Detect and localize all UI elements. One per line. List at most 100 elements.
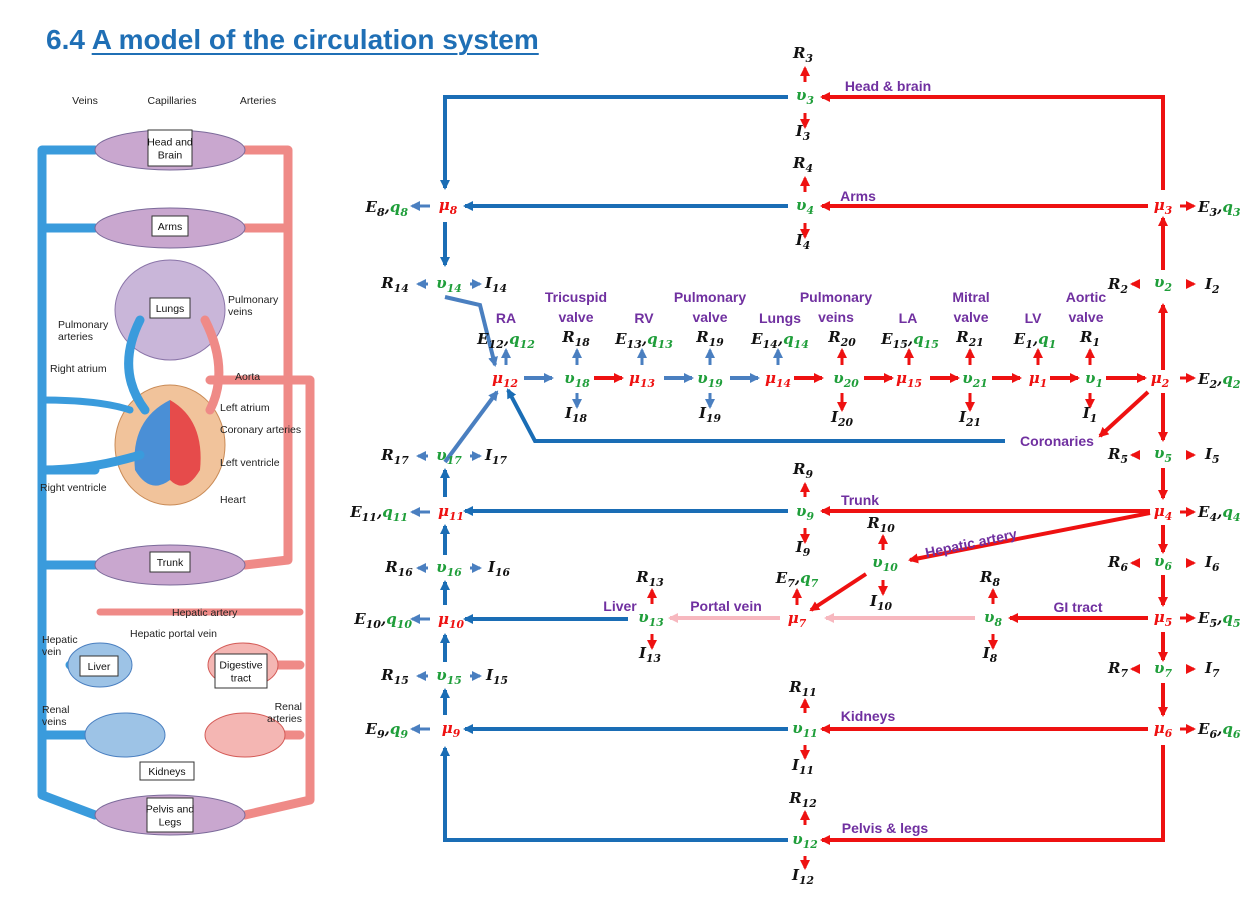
mu-node-14: μ14 bbox=[765, 369, 791, 390]
label-LA: LA bbox=[899, 310, 918, 326]
R-label-9: R9 bbox=[792, 460, 813, 481]
mu-node-6: μ6 bbox=[1154, 719, 1173, 740]
I-label-2: I2 bbox=[1204, 275, 1220, 296]
anatomy-label: Hepatic artery bbox=[172, 607, 238, 619]
flow-arrow bbox=[506, 388, 1005, 443]
anatomy-box-label: Kidneys bbox=[148, 766, 185, 778]
upsilon-node-8: υ8 bbox=[984, 608, 1002, 629]
flow-arrow bbox=[443, 390, 499, 464]
section-number: 6.4 bbox=[46, 24, 85, 55]
anatomy-box bbox=[146, 797, 194, 833]
mu-node-11: μ11 bbox=[438, 502, 464, 523]
upsilon-node-10: υ10 bbox=[872, 553, 898, 574]
vessel bbox=[38, 396, 134, 414]
anatomy-box bbox=[139, 761, 195, 781]
E-q-label: E4,q4 bbox=[1197, 503, 1240, 524]
mu-node-2: μ2 bbox=[1151, 369, 1170, 390]
vessel bbox=[37, 450, 145, 475]
upsilon-node-13: υ13 bbox=[638, 608, 664, 629]
R-label-17: R17 bbox=[380, 446, 409, 467]
anatomy-box bbox=[147, 129, 193, 167]
R-label-20: R20 bbox=[827, 328, 856, 349]
vessel bbox=[124, 315, 150, 415]
R-label-10: R10 bbox=[866, 514, 895, 535]
E-q-label: E7,q7 bbox=[775, 569, 819, 590]
upsilon-node-21: υ21 bbox=[962, 369, 987, 390]
anatomy-box-label: Arms bbox=[158, 221, 183, 233]
E-q-label: E8,q8 bbox=[365, 198, 409, 219]
E-q-label: E14,q14 bbox=[750, 330, 809, 351]
E-q-label: E10,q10 bbox=[353, 610, 412, 631]
E-q-label: E11,q11 bbox=[349, 503, 408, 524]
R-label-5: R5 bbox=[1107, 445, 1128, 466]
upsilon-node-3: υ3 bbox=[796, 86, 814, 107]
anatomy-box bbox=[149, 551, 191, 573]
label-lungs: Lungs bbox=[759, 310, 801, 326]
mu-node-9: μ9 bbox=[442, 719, 461, 740]
R-label-18: R18 bbox=[561, 328, 590, 349]
upsilon-node-15: υ15 bbox=[436, 666, 461, 687]
I-label-17: I17 bbox=[484, 446, 508, 467]
upsilon-node-6: υ6 bbox=[1154, 552, 1172, 573]
label-arms: Arms bbox=[840, 188, 876, 204]
flow-arrow bbox=[440, 95, 788, 190]
upsilon-node-19: υ19 bbox=[697, 369, 723, 390]
I-label-5: I5 bbox=[1204, 445, 1220, 466]
mu-node-3: μ3 bbox=[1154, 196, 1173, 217]
upsilon-node-4: υ4 bbox=[796, 196, 814, 217]
label-portal-vein: Portal vein bbox=[690, 598, 762, 614]
upsilon-node-17: υ17 bbox=[436, 446, 462, 467]
anatomy-header: Arteries bbox=[240, 95, 276, 107]
I-label-9: I9 bbox=[795, 538, 811, 559]
mu-node-13: μ13 bbox=[629, 369, 655, 390]
upsilon-node-2: υ2 bbox=[1154, 273, 1172, 294]
E-q-label: E2,q2 bbox=[1197, 370, 1241, 391]
vessel-network bbox=[37, 129, 315, 836]
R-label-6: R6 bbox=[1107, 553, 1128, 574]
R-label-16: R16 bbox=[384, 558, 413, 579]
I-label-4: I4 bbox=[795, 231, 811, 252]
anatomy-label: Aorta bbox=[235, 371, 260, 383]
anatomy-box bbox=[214, 653, 268, 689]
R-label-7: R7 bbox=[1107, 659, 1128, 680]
section-title: A model of the circulation system bbox=[91, 24, 539, 55]
anatomy-label: Right atrium bbox=[50, 363, 107, 375]
anatomy-box-label: Lungs bbox=[156, 303, 185, 315]
upsilon-node-11: υ11 bbox=[792, 719, 817, 740]
R-label-21: R21 bbox=[955, 328, 984, 349]
label-LV: LV bbox=[1025, 310, 1043, 326]
R-label-8: R8 bbox=[979, 568, 1000, 589]
mu-node-1: μ1 bbox=[1029, 369, 1048, 390]
I-label-7: I7 bbox=[1204, 659, 1220, 680]
anatomy-label: Heart bbox=[220, 494, 246, 506]
label-kidneys: Kidneys bbox=[841, 708, 896, 724]
R-label-3: R3 bbox=[792, 44, 813, 65]
flow-arrow bbox=[809, 572, 868, 612]
anatomy-label: Coronary arteries bbox=[220, 424, 301, 436]
R-label-1: R1 bbox=[1079, 328, 1100, 349]
flow-arrows bbox=[410, 66, 1196, 870]
I-label-3: I3 bbox=[795, 122, 811, 143]
anatomy-box bbox=[79, 655, 119, 677]
mu-node-7: μ7 bbox=[788, 609, 807, 630]
I-label-13: I13 bbox=[638, 644, 662, 665]
upsilon-node-16: υ16 bbox=[436, 558, 462, 579]
flow-arrow bbox=[820, 92, 1165, 190]
label-gi: GI tract bbox=[1053, 599, 1102, 615]
I-label-12: I12 bbox=[791, 866, 815, 887]
R-label-19: R19 bbox=[695, 328, 724, 349]
upsilon-node-9: υ9 bbox=[796, 502, 814, 523]
R-label-12: R12 bbox=[788, 789, 817, 810]
vessel bbox=[240, 145, 293, 570]
mu-node-15: μ15 bbox=[896, 369, 922, 390]
I-label-16: I16 bbox=[487, 558, 511, 579]
